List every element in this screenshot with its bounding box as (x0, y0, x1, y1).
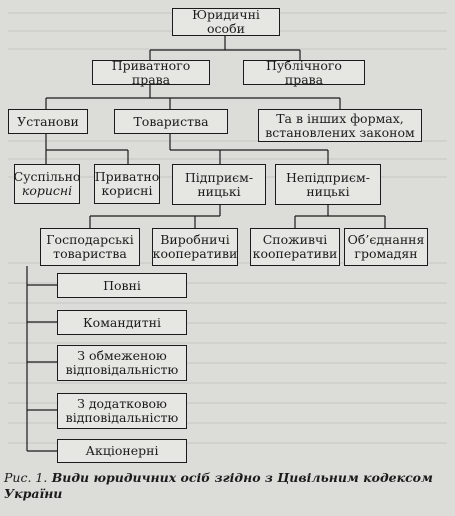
node-full-partnership: Повні (57, 273, 187, 298)
node-public-law: Публічного права (243, 58, 365, 86)
figure-label: Рис. 1. (4, 470, 48, 485)
node-additional-liability: З додатковою відповідальністю (57, 393, 187, 429)
node-limited-liability: З обмеженою відповідальністю (57, 345, 187, 381)
node-non-entrepreneurial: Непідприєм- ницькі (275, 164, 381, 205)
node-joint-stock: Акціонерні (57, 439, 187, 463)
node-companies: Товариства (114, 109, 228, 134)
root-node-legal-entities: Юридичні особи (172, 8, 280, 36)
node-entrepreneurial: Підприєм- ницькі (172, 164, 266, 205)
node-limited-partnership: Командитні (57, 310, 187, 335)
node-consumer-cooperatives: Споживчі кооперативи (250, 228, 340, 266)
node-production-cooperatives: Виробничі кооперативи (152, 228, 238, 266)
figure-caption-text: Види юридичних осіб згідно з Цивільним к… (4, 470, 433, 502)
node-citizen-associations: Об’єднання громадян (344, 228, 428, 266)
node-business-companies: Господарські товариства (40, 228, 140, 266)
node-private-law: Приватного права (92, 58, 210, 86)
figure-caption: Рис. 1. Види юридичних осіб згідно з Цив… (4, 470, 451, 503)
node-institutions: Установи (8, 109, 88, 134)
node-other-forms: Та в інших формах, встановлених законом (258, 109, 422, 142)
